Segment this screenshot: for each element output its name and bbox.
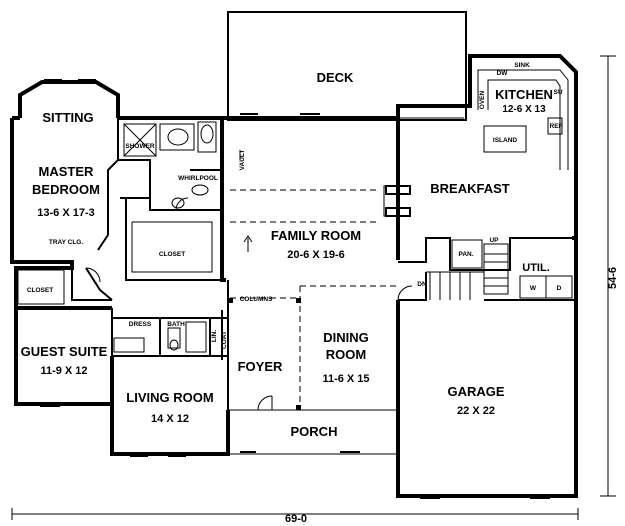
washer-label: W	[530, 285, 537, 292]
living-room-dims: 14 X 12	[151, 413, 189, 425]
stairs-down-label: DN	[417, 281, 427, 288]
tray-ceiling-note: TRAY CLG.	[49, 239, 84, 246]
guest-closet-label: CLOSET	[27, 287, 53, 294]
doors	[85, 197, 413, 411]
master-bedroom-label-line2: BEDROOM	[32, 182, 100, 197]
dimension-depth	[600, 55, 616, 497]
kitchen-dims: 12-6 X 13	[502, 104, 546, 115]
foyer-label: FOYER	[238, 359, 283, 374]
island-label: ISLAND	[493, 137, 518, 144]
dimension-width	[11, 508, 579, 520]
dining-room-label-line1: DINING	[323, 330, 369, 345]
porch-label: PORCH	[291, 424, 338, 439]
shower-label: SHOWER	[125, 143, 155, 150]
living-room-label: LIVING ROOM	[126, 390, 213, 405]
refrigerator-label: REF	[550, 123, 563, 130]
pantry-label: PAN.	[458, 251, 473, 258]
dishwasher-label: DW	[497, 70, 509, 77]
kitchen-label: KITCHEN	[495, 87, 553, 102]
master-bedroom-label-line1: MASTER	[39, 164, 95, 179]
dress-label: DRESS	[129, 321, 152, 328]
deck	[227, 11, 467, 121]
dryer-label: D	[557, 285, 562, 292]
overall-width-label: 69-0	[285, 513, 307, 525]
dining-room-label-line2: ROOM	[326, 347, 366, 362]
stairs-up-label: UP	[489, 237, 499, 244]
oven-label: OVEN	[479, 90, 486, 109]
utility-label: UTIL.	[522, 262, 550, 274]
master-bedroom-dims: 13-6 X 17-3	[37, 207, 94, 219]
family-room-dims: 20-6 X 19-6	[287, 249, 344, 261]
family-room-label: FAMILY ROOM	[271, 228, 361, 243]
vault-label: VAULT	[239, 150, 246, 171]
overall-depth-label: 54-6	[607, 267, 619, 289]
linen-label: LIN.	[211, 330, 218, 342]
coat-label: COAT	[221, 331, 228, 349]
dining-room-dims: 11-6 X 15	[322, 373, 369, 385]
sitting-label: SITTING	[42, 110, 93, 125]
breakfast-label: BREAKFAST	[430, 181, 510, 196]
windows	[40, 79, 550, 499]
sink-label: SINK	[514, 62, 530, 69]
whirlpool-label: WHIRLPOOL	[178, 175, 218, 182]
garage-label: GARAGE	[447, 384, 504, 399]
exterior-walls	[10, 54, 578, 498]
su-label: SU	[553, 89, 562, 96]
guest-suite-dims: 11-9 X 12	[40, 365, 87, 377]
columns-label: COLUMNS	[240, 296, 274, 303]
guest-suite-label: GUEST SUITE	[21, 344, 108, 359]
garage-dims: 22 X 22	[457, 405, 495, 417]
interior-walls	[17, 69, 576, 410]
deck-label: DECK	[317, 70, 354, 85]
master-closet-label: CLOSET	[159, 251, 185, 258]
bath-label: BATH	[167, 321, 185, 328]
stairs	[426, 243, 509, 300]
